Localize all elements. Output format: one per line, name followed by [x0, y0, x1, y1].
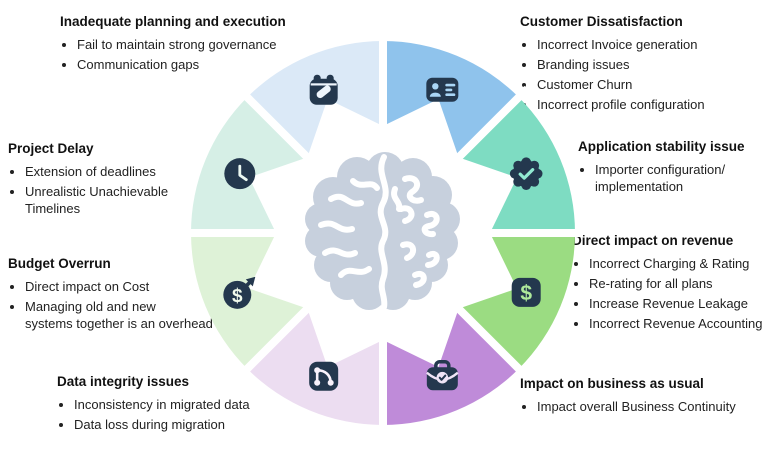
callout-inadequate-planning: Inadequate planning and execution Fail t… — [60, 14, 322, 77]
callout-bullet: Unrealistic Unachievable Timelines — [25, 184, 200, 218]
callout-revenue-impact: Direct impact on revenue Incorrect Charg… — [572, 233, 770, 335]
callout-customer-dissatisfaction: Customer Dissatisfaction Incorrect Invoi… — [520, 14, 766, 116]
callout-bullet: Fail to maintain strong governance — [77, 37, 322, 54]
callout-budget-overrun: Budget Overrun Direct impact on Cost Man… — [8, 256, 226, 336]
callout-bullet-list: Direct impact on Cost Managing old and n… — [8, 279, 226, 333]
callout-bullet: Importer configuration/ implementation — [595, 162, 764, 196]
callout-bullet: Customer Churn — [537, 77, 766, 94]
callout-bullet: Branding issues — [537, 57, 766, 74]
callout-title: Customer Dissatisfaction — [520, 14, 683, 29]
callout-title: Inadequate planning and execution — [60, 14, 286, 29]
callout-bullet-list: Incorrect Invoice generation Branding is… — [520, 37, 766, 114]
segment-divider — [445, 85, 531, 171]
callout-title: Impact on business as usual — [520, 376, 704, 391]
data-flow-icon — [307, 360, 340, 393]
callout-bullet: Impact overall Business Continuity — [537, 399, 766, 416]
callout-bullet-list: Inconsistency in migrated data Data loss… — [57, 397, 293, 434]
segment-divider — [445, 295, 531, 381]
callout-bullet: Incorrect Invoice generation — [537, 37, 766, 54]
clock-icon — [222, 156, 257, 191]
callout-business-as-usual: Impact on business as usual Impact overa… — [520, 376, 766, 419]
callout-bullet: Incorrect Charging & Rating — [589, 256, 770, 273]
risk-wheel: $ $ — [183, 33, 583, 433]
callout-title: Budget Overrun — [8, 256, 111, 271]
callout-bullet-list: Fail to maintain strong governance Commu… — [60, 37, 322, 74]
callout-bullet-list: Impact overall Business Continuity — [520, 399, 766, 416]
segment-divider — [235, 295, 321, 381]
callout-title: Data integrity issues — [57, 374, 190, 389]
callout-bullet: Incorrect Revenue Accounting — [589, 316, 770, 333]
wheel-dividers — [183, 33, 583, 433]
edit-calendar-icon — [309, 74, 338, 105]
callout-bullet: Communication gaps — [77, 57, 322, 74]
callout-bullet-list: Extension of deadlines Unrealistic Unach… — [8, 164, 200, 218]
callout-title: Project Delay — [8, 141, 94, 156]
callout-bullet: Direct impact on Cost — [25, 279, 226, 296]
callout-title: Direct impact on revenue — [572, 233, 734, 248]
callout-bullet: Re-rating for all plans — [589, 276, 770, 293]
callout-bullet: Managing old and new systems together is… — [25, 299, 226, 333]
callout-bullet: Data loss during migration — [74, 417, 293, 434]
callout-data-integrity: Data integrity issues Inconsistency in m… — [57, 374, 293, 437]
id-card-icon — [426, 77, 459, 102]
callout-title: Application stability issue — [578, 139, 745, 154]
callout-project-delay: Project Delay Extension of deadlines Unr… — [8, 141, 200, 221]
segment-divider — [235, 85, 321, 171]
callout-application-stability: Application stability issue Importer con… — [578, 139, 764, 199]
brain-icon — [305, 152, 460, 310]
callout-bullet: Extension of deadlines — [25, 164, 200, 181]
callout-bullet-list: Incorrect Charging & Rating Re-rating fo… — [572, 256, 770, 333]
badge-check-icon — [508, 155, 545, 192]
callout-bullet: Incorrect profile configuration — [537, 97, 766, 114]
callout-bullet: Inconsistency in migrated data — [74, 397, 293, 414]
callout-bullet-list: Importer configuration/ implementation — [578, 162, 764, 196]
dollar-square-icon — [511, 277, 541, 307]
callout-bullet: Increase Revenue Leakage — [589, 296, 770, 313]
